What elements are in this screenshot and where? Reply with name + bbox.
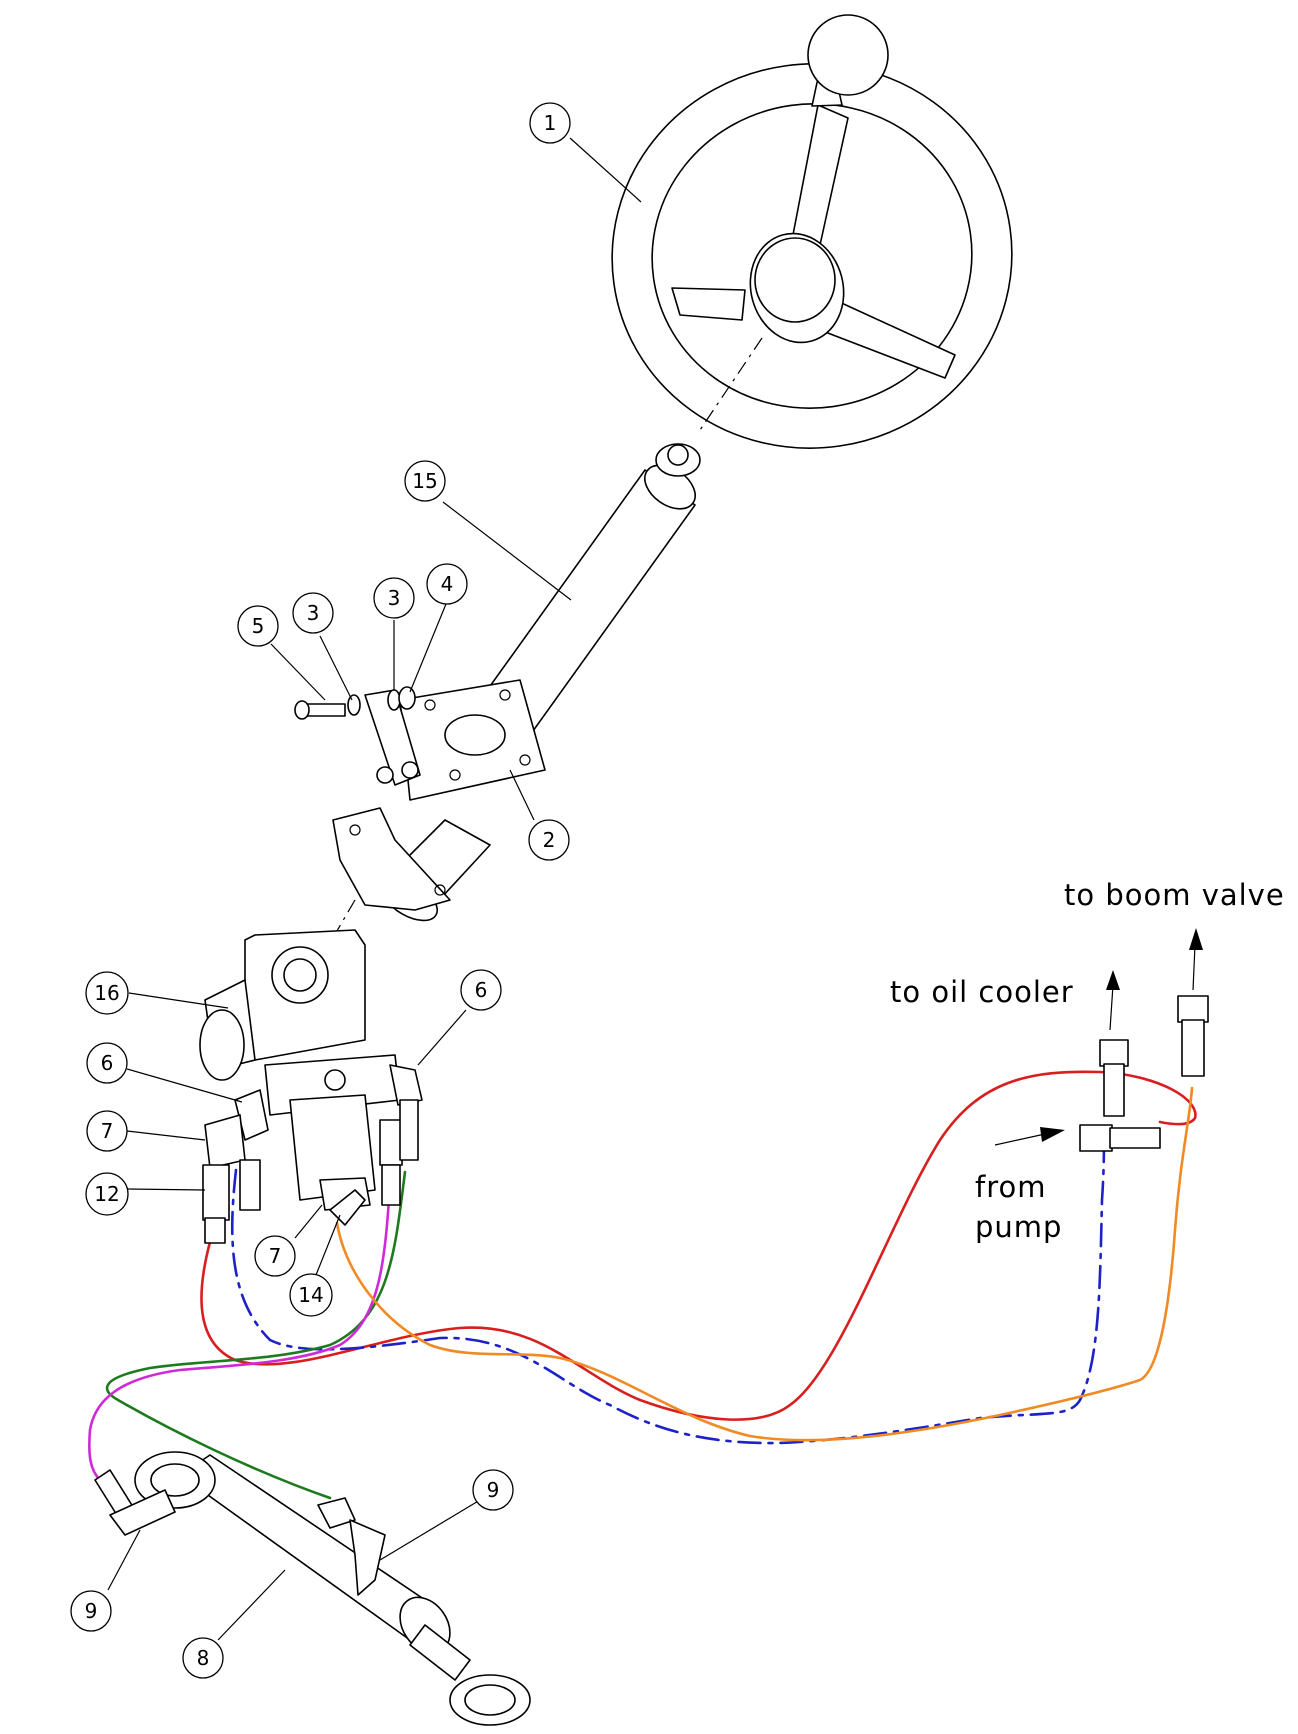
balloon-7b: 7 [254,1235,296,1277]
label-to-oil-cooler: to oil cooler [890,975,1074,1009]
steering-wheel [611,14,1013,449]
balloon-5: 5 [237,605,279,647]
balloon-3b: 3 [373,577,415,619]
balloon-7b-text: 7 [269,1244,282,1268]
leader-lines [107,137,1203,1641]
label-from-pump-line2: pump [975,1210,1062,1244]
balloon-14-text: 14 [298,1283,323,1307]
balloon-3b-text: 3 [388,586,401,610]
balloon-9b-text: 9 [85,1599,98,1623]
hose-orange [335,1086,1194,1442]
balloon-3a-text: 3 [307,601,320,625]
balloon-9a-text: 9 [487,1478,500,1502]
balloon-8: 8 [182,1637,224,1679]
balloon-9b: 9 [70,1590,112,1632]
balloon-6a-text: 6 [101,1051,114,1075]
balloon-2-text: 2 [543,828,556,852]
balloon-4: 4 [426,563,468,605]
valve-fittings [1079,995,1209,1152]
label-to-boom-valve: to boom valve [1064,878,1285,912]
balloon-15-text: 15 [412,469,437,493]
balloon-12-text: 12 [94,1182,119,1206]
balloon-16: 16 [85,971,129,1015]
balloon-9a: 9 [472,1469,514,1511]
steering-cylinder [94,1451,531,1726]
balloon-5-text: 5 [252,614,265,638]
steering-unit [199,929,423,1244]
balloon-4-text: 4 [441,572,454,596]
hose-magenta [88,1183,392,1482]
label-from-pump-line1: from [975,1170,1047,1204]
balloon-7a: 7 [86,1110,128,1152]
balloon-1: 1 [529,102,571,144]
balloon-7a-text: 7 [101,1119,114,1143]
balloon-1-text: 1 [544,111,557,135]
hose-blue-dashdot [230,1133,1106,1445]
balloon-2: 2 [528,819,570,861]
hose-red [200,1070,1197,1421]
balloon-6b: 6 [460,969,502,1011]
balloon-16-text: 16 [94,981,119,1005]
bracket-plate [294,679,546,961]
hose-green [105,1170,407,1500]
hoses [88,1070,1197,1500]
balloon-14: 14 [289,1273,333,1317]
balloon-6a: 6 [86,1042,128,1084]
balloon-8-text: 8 [197,1646,210,1670]
balloon-12: 12 [85,1172,129,1216]
balloon-15: 15 [404,460,446,502]
balloon-6b-text: 6 [475,978,488,1002]
balloon-3a: 3 [292,592,334,634]
